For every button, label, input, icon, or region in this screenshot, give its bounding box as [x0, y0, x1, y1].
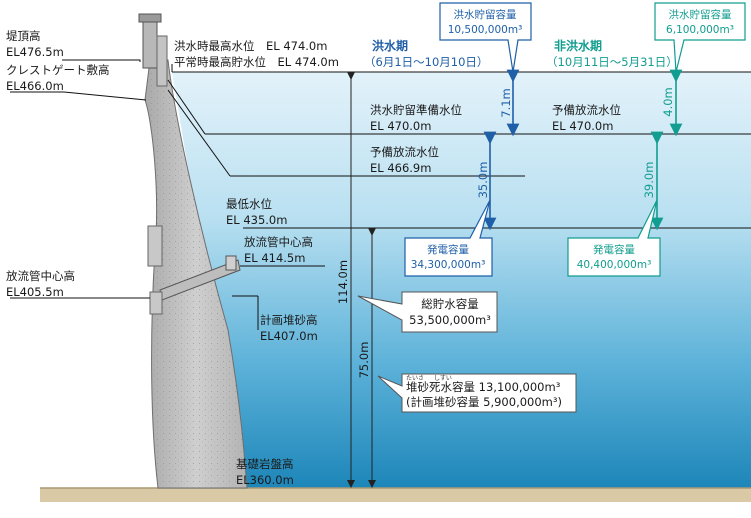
power-nf-title: 発電容量: [593, 243, 635, 256]
flood-storage-title: 洪水貯留容量: [454, 8, 517, 21]
label-outlet: 放流管中心高: [244, 235, 313, 249]
callout-total: [357, 291, 498, 333]
label-bedrock: 基礎岩盤高: [236, 457, 294, 471]
label-flood-reserve-val: EL 470.0m: [370, 119, 431, 133]
ground: [40, 488, 751, 502]
label-min-level-val: EL 435.0m: [226, 213, 287, 227]
label-bedrock-val: EL360.0m: [236, 473, 294, 487]
label-prelim-release: 予備放流水位: [370, 145, 439, 159]
label-flood-reserve: 洪水貯留準備水位: [370, 103, 462, 117]
label-crest-height: 堤頂高: [6, 29, 41, 43]
flood-storage-val: 10,500,000m³: [448, 24, 523, 36]
label-crest-gate-val: EL466.0m: [6, 79, 64, 93]
dead-sub: (計画堆砂容量 5,900,000m³): [406, 395, 562, 409]
power-flood-title: 発電容量: [427, 243, 469, 256]
label-normal-max: 平常時最高貯水位 EL 474.0m: [174, 55, 339, 69]
total-val: 53,500,000m³: [409, 313, 491, 327]
label-crest-height-val: EL476.5m: [6, 45, 64, 59]
label-prelim-nf: 予備放流水位: [552, 103, 621, 117]
dim-114m-label: 114.0m: [336, 260, 350, 304]
period-flood-range: （6月1日〜10月10日）: [364, 55, 488, 69]
label-sediment-plan-val: EL407.0m: [260, 329, 318, 343]
label-prelim-nf-val: EL 470.0m: [552, 119, 613, 133]
dead-title: 堆砂死水容量 13,100,000m³: [406, 380, 561, 394]
nf-storage-val: 6,100,000m³: [666, 24, 734, 36]
callout-power-nf: [567, 199, 661, 277]
label-prelim-release-val: EL 466.9m: [370, 161, 431, 175]
callout-dead: [377, 373, 577, 413]
callout-power-flood: [404, 199, 493, 277]
dim-35m-label: 35.0m: [476, 162, 490, 199]
power-nf-val: 40,400,000m³: [577, 259, 652, 271]
callout-nf-storage: [654, 2, 746, 73]
label-crest-gate: クレストゲート敷高: [6, 63, 110, 77]
label-outlet-val: EL 414.5m: [244, 251, 305, 265]
label-sediment-plan: 計画堆砂高: [260, 313, 318, 327]
label-outlet-left-val: EL405.5m: [6, 285, 64, 299]
dim-4m-label: 4.0m: [661, 87, 675, 117]
dim-7-1m-label: 7.1m: [499, 88, 513, 118]
total-title: 総貯水容量: [421, 297, 479, 311]
period-nonflood: 非洪水期: [554, 38, 602, 53]
label-min-level: 最低水位: [226, 197, 272, 211]
dim-75m-label: 75.0m: [357, 342, 371, 379]
ruby-shisui: しすい: [434, 375, 452, 382]
dim-39m-label: 39.0m: [642, 162, 656, 199]
ruby-taisa: たいさ: [406, 375, 424, 382]
label-outlet-left: 放流管中心高: [6, 269, 75, 283]
nf-storage-title: 洪水貯留容量: [669, 8, 732, 21]
callout-flood-storage: [439, 2, 532, 73]
period-nonflood-range: （10月11日〜5月31日）: [546, 55, 678, 69]
period-flood: 洪水期: [372, 38, 408, 53]
crest-structure: [142, 17, 158, 69]
label-flood-max: 洪水時最高水位 EL 474.0m: [174, 39, 327, 53]
power-flood-val: 34,300,000m³: [411, 259, 486, 271]
